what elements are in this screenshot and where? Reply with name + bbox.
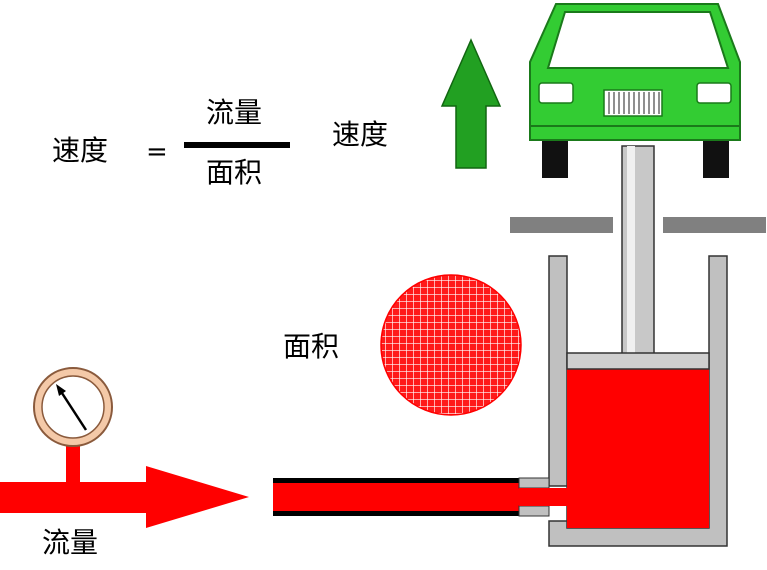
flow-arrow-icon	[0, 466, 249, 528]
pressure-gauge-icon	[33, 367, 113, 484]
up-arrow-icon	[440, 38, 502, 169]
formula-equals-sign: =	[146, 137, 168, 167]
inlet-pipe	[273, 477, 567, 517]
area-label: 面积	[283, 330, 339, 363]
hydraulic-cylinder	[548, 255, 728, 547]
formula-numerator: 流量	[206, 96, 262, 129]
flow-label: 流量	[42, 526, 98, 559]
car-icon	[529, 3, 741, 178]
support-plate-right	[663, 217, 766, 233]
piston-head	[566, 352, 710, 370]
cylinder-fluid	[567, 368, 709, 528]
piston-area-circle	[380, 274, 522, 416]
formula-denominator: 面积	[206, 156, 262, 189]
car-grille	[603, 89, 663, 117]
formula-lhs-label: 速度	[52, 134, 108, 167]
speed-label: 速度	[332, 118, 388, 151]
piston-rod	[621, 145, 655, 357]
speed-formula: 速度 = 流量 面积	[52, 96, 290, 189]
support-plate-left	[510, 217, 613, 233]
fraction-bar	[184, 142, 290, 148]
